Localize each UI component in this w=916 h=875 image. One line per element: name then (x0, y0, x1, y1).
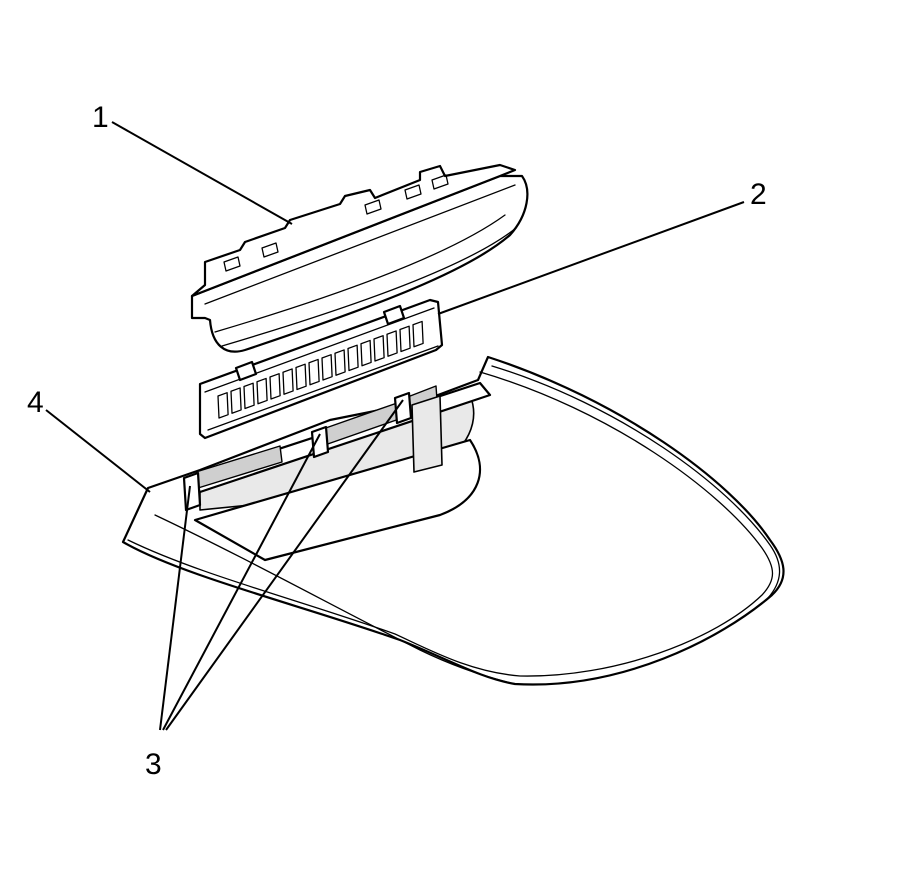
switch-strip-cell (282, 368, 294, 395)
callout-3: 3 (145, 748, 162, 781)
leader-3a (159, 485, 191, 731)
housing-divider-block (411, 395, 443, 473)
switch-strip-cell (256, 377, 268, 405)
leader-3c (165, 399, 404, 731)
switch-strip-cell (386, 330, 398, 357)
housing-rim-inner-2 (491, 365, 781, 599)
switch-strip (198, 298, 444, 440)
switch-strip-cell (334, 349, 346, 376)
retaining-clip-middle (310, 425, 330, 459)
leader-2 (437, 201, 745, 315)
switch-strip-cell (399, 325, 411, 353)
switch-strip-tab-left (234, 360, 258, 382)
switch-strip-cell (347, 344, 359, 372)
retaining-clip-right (393, 391, 413, 425)
switch-bezel (190, 163, 529, 353)
leader-1 (111, 121, 293, 225)
housing-rim-inner (127, 371, 774, 677)
bezel-window-1 (223, 256, 241, 272)
switch-strip-cell (295, 363, 307, 391)
housing-tray-floor (193, 438, 482, 562)
switch-strip-tab-right (382, 304, 406, 326)
callout-1: 1 (92, 101, 109, 134)
switch-strip-cell (308, 358, 320, 386)
leader-3b (162, 433, 321, 731)
switch-strip-cell (321, 354, 333, 381)
bezel-window-4 (404, 184, 422, 200)
bezel-rear-flange (190, 163, 517, 298)
housing-lower-edge (154, 514, 516, 685)
console-housing (121, 355, 785, 686)
bezel-window-3 (364, 199, 382, 215)
switch-strip-cell (373, 335, 385, 362)
switch-strip-cell (269, 373, 281, 400)
bezel-window-5 (431, 174, 449, 190)
switch-strip-cell (230, 387, 242, 414)
bezel-face-top (204, 184, 516, 305)
switch-strip-cell (360, 339, 372, 367)
callout-4: 4 (27, 386, 44, 419)
retaining-clip-left (182, 471, 202, 512)
bezel-window-2 (261, 242, 279, 258)
callout-2: 2 (750, 178, 767, 211)
leader-lines (45, 121, 745, 731)
bezel-body (190, 174, 529, 353)
bezel-face-bottom (221, 227, 517, 347)
switch-strip-cell (217, 392, 229, 419)
switch-strip-bottom-edge (207, 345, 439, 431)
switch-strip-cells (217, 320, 424, 419)
housing-outer-body (121, 355, 785, 686)
switch-strip-cell (412, 320, 424, 348)
bezel-face-lower (214, 214, 506, 333)
switch-strip-cell (243, 382, 255, 410)
leader-4 (45, 409, 151, 493)
